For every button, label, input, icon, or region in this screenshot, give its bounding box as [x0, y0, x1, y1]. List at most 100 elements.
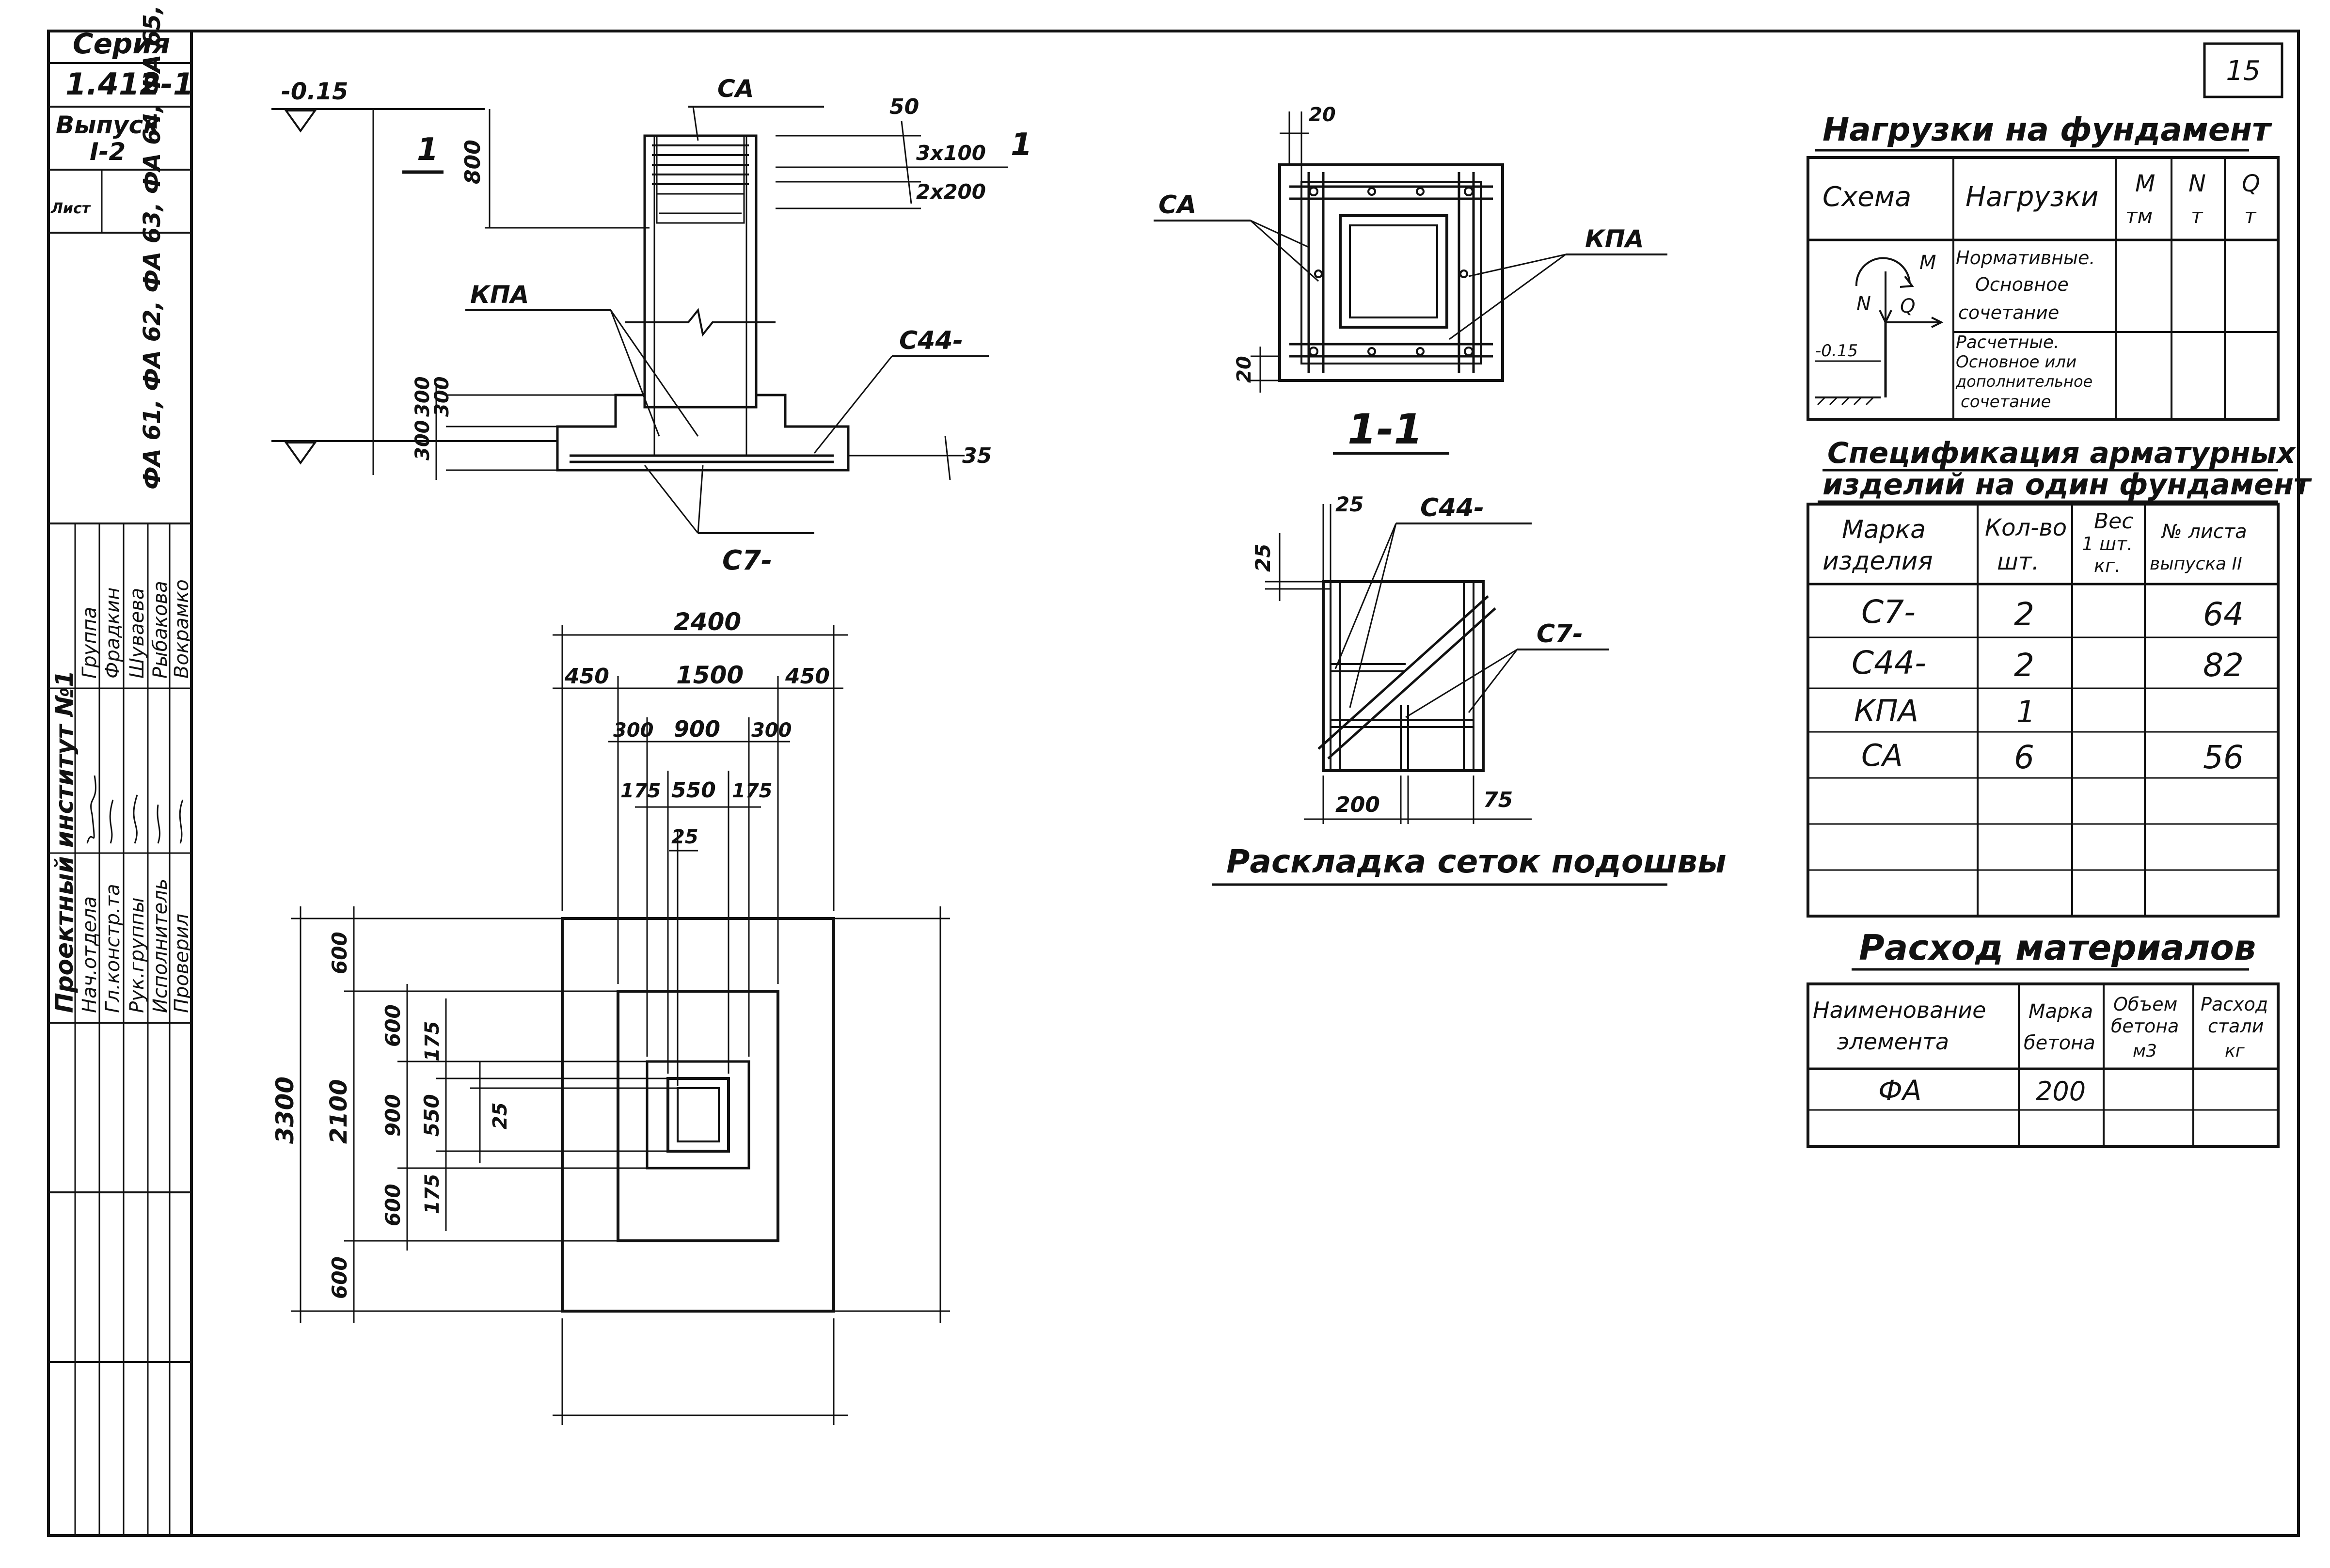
spec-r1-sheet: 64 — [2203, 596, 2244, 633]
seria-label: Серия — [73, 27, 170, 60]
loads-row1-line3: сочетание — [1958, 302, 2059, 323]
section-dim-20a: 20 — [1309, 104, 1336, 126]
list-label: Лист — [50, 200, 91, 217]
plan-dim-v600a: 600 — [381, 1004, 405, 1047]
loads-title: Нагрузки на фундамент — [1823, 111, 2272, 148]
stamp-role-4: Исполнитель — [149, 879, 172, 1013]
materials-header-grade-2: бетона — [2024, 1032, 2095, 1054]
spec-title-2: изделий на один фундамент — [1823, 468, 2312, 502]
loads-unit-q: т — [2244, 204, 2257, 228]
elev-dim-2x200: 2x200 — [916, 180, 986, 204]
section-dim-20b: 20 — [1233, 356, 1255, 383]
loads-row1-line1: Нормативные. — [1956, 247, 2095, 269]
mesh-dim-200: 200 — [1335, 792, 1380, 817]
stamp-role-3: Рук.группы — [126, 897, 148, 1013]
foundation-plan: 2400 450 1500 450 300 900 300 175 550 17… — [271, 608, 950, 1425]
signature-scribble — [86, 775, 184, 844]
elev-label-kpa: КПА — [470, 281, 529, 309]
loads-scheme-q: Q — [1900, 295, 1915, 317]
plan-dim-600a: 600 — [328, 932, 351, 974]
materials-r1-name: ФА — [1878, 1074, 1922, 1107]
loads-row2-line2: Основное или — [1956, 352, 2076, 372]
sheet-number: 15 — [2226, 55, 2260, 87]
loads-row2-line4: сочетание — [1961, 392, 2051, 412]
elev-dim-300a: 300 — [412, 377, 434, 417]
plan-dim-550: 550 — [671, 778, 716, 803]
loads-scheme-m: M — [1919, 252, 1936, 274]
loads-unit-n: т — [2191, 204, 2203, 228]
elev-section-mark: 1 — [417, 132, 439, 168]
loads-table: Нагрузки на фундамент Схема Нагрузки М т… — [1807, 111, 2280, 421]
spec-r1-qty: 2 — [2014, 596, 2034, 633]
plan-dim-2400: 2400 — [674, 608, 741, 636]
plan-dim-1500: 1500 — [676, 661, 744, 689]
foundation-elevation: -0.15 1 СА 50 3x100 2x200 — [271, 75, 1032, 576]
loads-header-m: М — [2135, 170, 2155, 197]
spec-r2-sheet: 82 — [2203, 647, 2244, 684]
loads-scheme-level: -0.15 — [1815, 341, 1858, 361]
plan-dim-175b: 175 — [732, 780, 773, 802]
loads-row2-line3: дополнительное — [1955, 372, 2092, 391]
stamp-role-5: Проверил — [171, 914, 193, 1013]
vypusk-label: Выпуск — [56, 111, 160, 139]
loads-unit-m: тм — [2125, 204, 2153, 228]
section-title: 1-1 — [1347, 405, 1423, 454]
outer-frame — [47, 30, 2300, 1537]
mesh-dim-75: 75 — [1483, 788, 1513, 812]
plan-dim-175a: 175 — [620, 780, 661, 802]
mesh-label-c7: С7- — [1537, 619, 1583, 649]
seria-value: 1.412-1 — [65, 66, 194, 102]
materials-header-name: Наименование — [1813, 997, 1986, 1023]
stamp-role-1: Нач.отдела — [79, 896, 101, 1013]
elev-dim-50: 50 — [889, 95, 919, 119]
plan-dim-600b: 600 — [328, 1256, 351, 1299]
plan-dim-v175a: 175 — [421, 1021, 444, 1062]
elev-section-mark-right: 1 — [1011, 127, 1032, 163]
elev-dim-3x100: 3x100 — [916, 141, 986, 165]
plan-dim-v175b: 175 — [421, 1174, 444, 1215]
spec-header-weight-1: 1 шт. — [2082, 533, 2133, 554]
spec-r2-qty: 2 — [2014, 647, 2034, 684]
mesh-label-c44: С44- — [1420, 493, 1484, 523]
stamp-role-2: Гл.констр.та — [102, 884, 124, 1013]
vypusk-value: I-2 — [90, 138, 126, 166]
materials-header-volume-unit: м3 — [2133, 1041, 2157, 1061]
materials-header-steel-2: стали — [2208, 1015, 2264, 1037]
plan-dim-v550: 550 — [420, 1094, 444, 1137]
elev-dim-35: 35 — [962, 443, 992, 468]
loads-header-n: N — [2188, 170, 2206, 197]
materials-r1-grade: 200 — [2036, 1076, 2086, 1107]
plan-dim-25: 25 — [671, 826, 698, 848]
elev-label-c7: С7- — [722, 545, 772, 576]
materials-table: Расход материалов Наименование элемента … — [1807, 927, 2280, 1148]
plan-dim-v600b: 600 — [381, 1184, 405, 1226]
stamp-marks: ФА 61, ФА 62, ФА 63, ФА 64, ФА 65, ФА 66 — [139, 0, 166, 490]
spec-r2-mark: С44- — [1852, 644, 1926, 681]
plan-dim-900: 900 — [674, 716, 720, 742]
elev-level-top: -0.15 — [281, 78, 348, 105]
mesh-dim-25b: 25 — [1251, 544, 1275, 572]
spec-header-item: изделия — [1823, 547, 1933, 576]
spec-title-1: Спецификация арматурных — [1827, 436, 2297, 470]
materials-header-volume-2: бетона — [2111, 1015, 2179, 1037]
spec-r4-qty: 6 — [2014, 739, 2034, 776]
loads-header-loads: Нагрузки — [1965, 181, 2099, 213]
spec-r1-mark: С7- — [1861, 593, 1916, 631]
materials-header-steel: Расход — [2201, 994, 2268, 1015]
plan-dim-300a: 300 — [613, 719, 654, 742]
loads-row1-line2: Основное — [1975, 274, 2069, 295]
materials-title: Расход материалов — [1859, 927, 2256, 968]
materials-header-element: элемента — [1837, 1029, 1949, 1055]
spec-header-weight-kg: кг. — [2094, 555, 2121, 576]
title-stamp: Серия 1.412-1 Выпуск I-2 Лист ФА 61, ФА … — [48, 0, 194, 1536]
loads-header-scheme: Схема — [1823, 181, 1911, 213]
spec-r4-sheet: 56 — [2203, 739, 2244, 776]
spec-header-qty: Кол-во — [1985, 514, 2067, 541]
elev-dim-300c: 300 — [431, 377, 453, 417]
stamp-name-4: Вокрамко — [171, 579, 193, 679]
plan-dim-v900: 900 — [381, 1094, 405, 1137]
stamp-institute: Проектный институт №1 — [50, 670, 79, 1013]
mesh-dim-25a: 25 — [1335, 492, 1363, 516]
spec-r4-mark: СА — [1861, 738, 1903, 773]
